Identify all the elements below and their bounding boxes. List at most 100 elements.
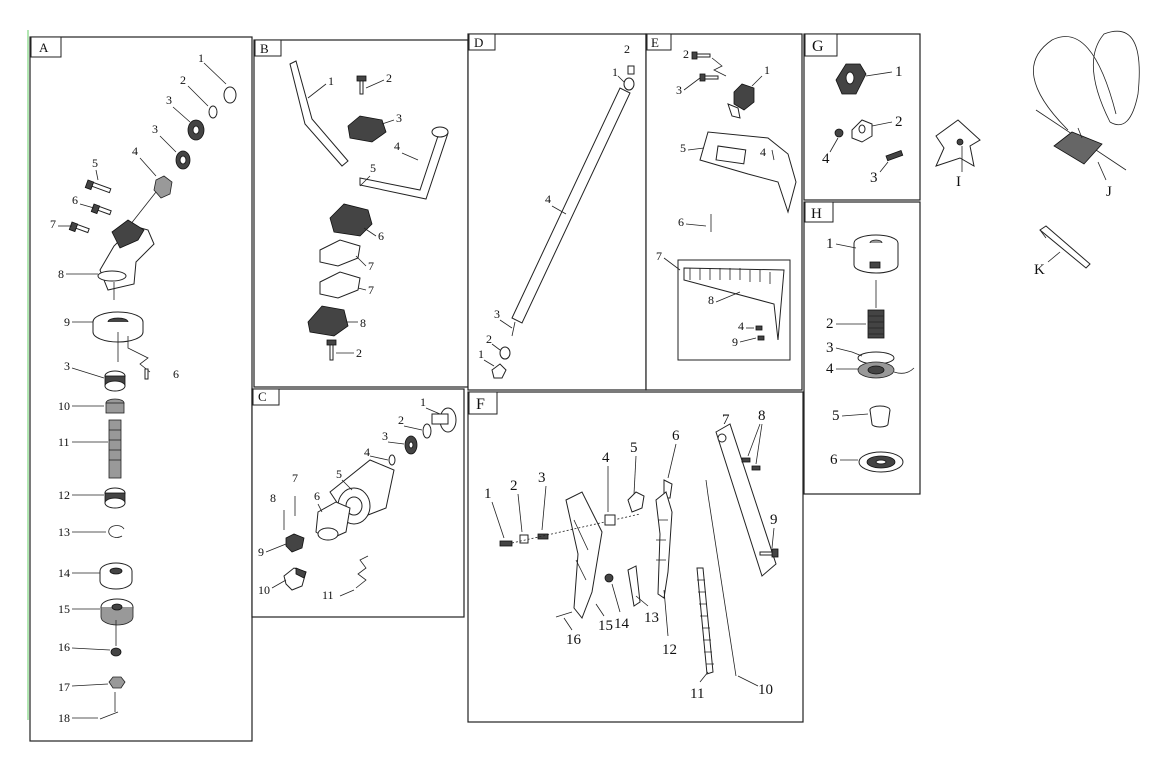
svg-text:12: 12 [58, 488, 70, 502]
svg-text:7: 7 [50, 217, 56, 231]
svg-text:9: 9 [770, 512, 778, 528]
panel-e-labels: 2 1 3 5 4 6 7 8 4 9 [656, 47, 770, 349]
svg-text:4: 4 [822, 151, 830, 167]
svg-text:11: 11 [690, 686, 704, 702]
svg-text:4: 4 [364, 445, 370, 459]
blade-item-i: I [935, 119, 981, 190]
svg-text:15: 15 [598, 618, 613, 634]
svg-text:3: 3 [382, 429, 388, 443]
svg-text:1: 1 [198, 51, 204, 65]
svg-text:6: 6 [678, 215, 684, 229]
svg-text:3: 3 [166, 93, 172, 107]
svg-text:2: 2 [398, 413, 404, 427]
svg-text:18: 18 [58, 711, 70, 725]
tool-item-k: K [1034, 225, 1091, 278]
panel-f-labels: 1 2 3 4 5 6 7 8 9 16 15 14 13 12 11 10 [484, 408, 778, 702]
svg-text:3: 3 [64, 359, 70, 373]
svg-text:11: 11 [322, 588, 334, 602]
svg-text:3: 3 [826, 340, 834, 356]
svg-text:3: 3 [676, 83, 682, 97]
svg-text:J: J [1106, 184, 1112, 200]
svg-text:2: 2 [895, 114, 903, 130]
cable-spring-part [696, 567, 714, 675]
svg-text:8: 8 [758, 408, 766, 424]
svg-text:2: 2 [683, 47, 689, 61]
svg-text:2: 2 [510, 478, 518, 494]
cover-plate-part [715, 423, 777, 577]
svg-text:9: 9 [258, 545, 264, 559]
svg-text:1: 1 [420, 395, 426, 409]
svg-text:8: 8 [360, 316, 366, 330]
svg-text:14: 14 [58, 566, 70, 580]
svg-text:4: 4 [132, 144, 138, 158]
svg-text:3: 3 [870, 170, 878, 186]
panel-d-frame [467, 33, 647, 391]
panel-a-parts [68, 86, 237, 720]
pinion-gear-part [153, 175, 173, 199]
svg-text:16: 16 [566, 632, 582, 648]
svg-text:A: A [39, 40, 49, 55]
svg-text:3: 3 [396, 111, 402, 125]
svg-text:5: 5 [832, 408, 840, 424]
panel-g-labels: 1 2 4 3 [822, 64, 903, 186]
svg-text:H: H [811, 206, 822, 222]
panel-f-parts [499, 423, 779, 677]
panel-h-labels: 1 2 3 4 5 6 [826, 236, 869, 468]
svg-text:5: 5 [630, 440, 638, 456]
svg-text:15: 15 [58, 602, 70, 616]
svg-text:2: 2 [386, 71, 392, 85]
svg-text:1: 1 [484, 486, 492, 502]
svg-text:C: C [258, 389, 267, 404]
svg-text:7: 7 [368, 259, 374, 273]
svg-text:3: 3 [494, 307, 500, 321]
snap-ring-part [223, 86, 237, 104]
svg-text:11: 11 [58, 435, 70, 449]
svg-text:10: 10 [58, 399, 70, 413]
svg-text:6: 6 [314, 489, 320, 503]
harness-item-j: J [1032, 30, 1140, 200]
section-tag-g: G [804, 33, 838, 57]
svg-text:5: 5 [370, 161, 376, 175]
svg-text:8: 8 [708, 293, 714, 307]
svg-text:2: 2 [486, 332, 492, 346]
spring-part [867, 309, 885, 339]
panel-d-labels: 2 1 4 3 2 1 [478, 42, 630, 367]
svg-text:8: 8 [270, 491, 276, 505]
svg-text:7: 7 [722, 412, 730, 428]
svg-text:D: D [474, 35, 483, 50]
svg-text:7: 7 [656, 249, 662, 263]
svg-text:F: F [476, 396, 485, 413]
panel-a-frame [29, 36, 253, 742]
svg-text:K: K [1034, 262, 1045, 278]
panel-h-parts [853, 234, 915, 473]
svg-text:16: 16 [58, 640, 70, 654]
guard-bracket-part [733, 83, 755, 111]
svg-text:6: 6 [672, 428, 680, 444]
svg-text:4: 4 [738, 319, 744, 333]
panel-f-frame [467, 391, 804, 723]
svg-text:1: 1 [478, 347, 484, 361]
throttle-cable-part [707, 494, 737, 677]
panel-b-labels: 1 2 3 4 5 6 7 7 8 2 [307, 71, 419, 360]
panel-g-frame [803, 33, 921, 201]
svg-text:2: 2 [624, 42, 630, 56]
svg-text:E: E [651, 35, 659, 50]
svg-text:12: 12 [662, 642, 677, 658]
svg-text:4: 4 [394, 139, 400, 153]
shoulder-harness-part [1032, 36, 1117, 131]
panel-c-parts [283, 407, 457, 597]
hex-key-part [1039, 225, 1091, 269]
svg-text:1: 1 [826, 236, 834, 252]
svg-text:3: 3 [538, 470, 546, 486]
svg-text:6: 6 [72, 193, 78, 207]
shaft-tube-part [511, 87, 631, 324]
section-tag-c: C [252, 388, 280, 406]
section-tag-d: D [468, 33, 496, 51]
svg-text:4: 4 [545, 192, 551, 206]
svg-text:I: I [956, 174, 961, 190]
drive-shaft-part [108, 419, 122, 479]
svg-text:13: 13 [644, 610, 659, 626]
section-tag-a: A [30, 36, 62, 58]
svg-text:14: 14 [614, 616, 630, 632]
